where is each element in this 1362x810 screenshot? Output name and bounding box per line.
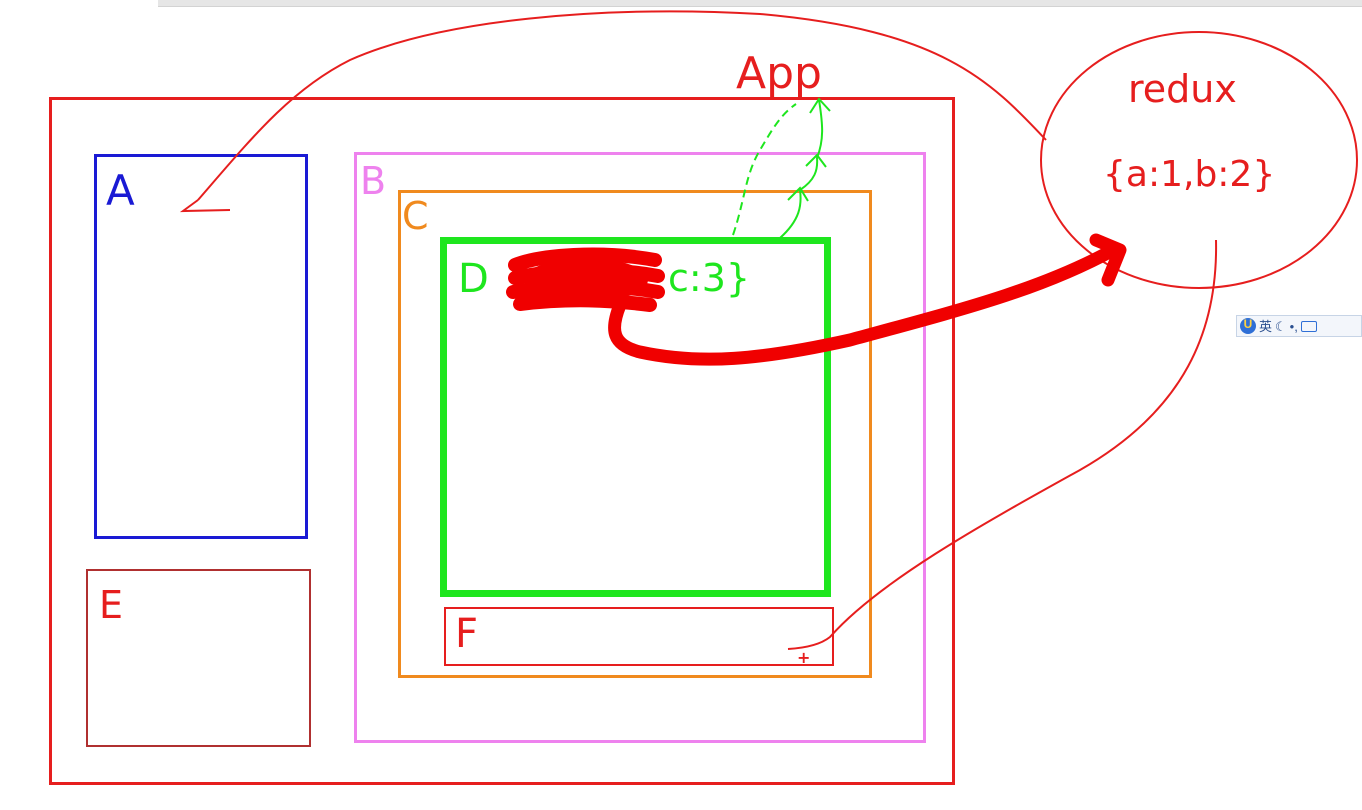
ime-toolbar[interactable]: U 英 ☾ •, [1236,315,1362,337]
component-c-box [398,190,872,678]
redux-label: redux [1128,67,1237,111]
component-d-state: c:3} [668,256,751,300]
ime-language-toggle[interactable]: 英 [1259,318,1273,334]
d-to-redux-thick-arrow [608,243,1120,366]
component-f-marker: + [797,648,811,667]
redux-store-ellipse [1040,31,1358,289]
d-to-app-dashed-path [732,103,797,236]
component-f-label: F [455,611,479,657]
ime-logo-icon[interactable]: U [1240,318,1256,334]
d-to-redux-thick-arrowhead [1089,233,1127,287]
component-d-box [440,237,831,597]
component-e-label: E [99,583,124,627]
redux-state: {a:1,b:2} [1103,154,1276,195]
redux-to-a-curve [197,10,1047,201]
component-e-box [86,569,311,747]
component-f-box [444,607,834,666]
component-b-box [354,152,926,743]
app-box [49,97,955,785]
d-to-app-arrowhead-2 [805,153,827,168]
d-to-app-arrowhead-3 [809,97,831,114]
punctuation-icon[interactable]: •, [1289,318,1298,334]
window-top-bar [158,0,1362,7]
redux-to-a-arrowhead [179,199,231,213]
component-b-label: B [360,159,387,203]
redux-to-f-curve [787,239,1218,650]
app-label: App [736,48,822,99]
moon-icon[interactable]: ☾ [1275,318,1287,334]
component-a-label: A [106,166,135,215]
component-d-label: D [458,256,489,302]
component-a-box [94,154,308,539]
d-state-redaction-blob [524,258,648,302]
d-to-app-arrowhead-1 [787,186,809,202]
component-c-label: C [402,194,429,238]
keyboard-icon[interactable] [1300,320,1317,332]
d-to-app-solid-path [779,99,824,239]
